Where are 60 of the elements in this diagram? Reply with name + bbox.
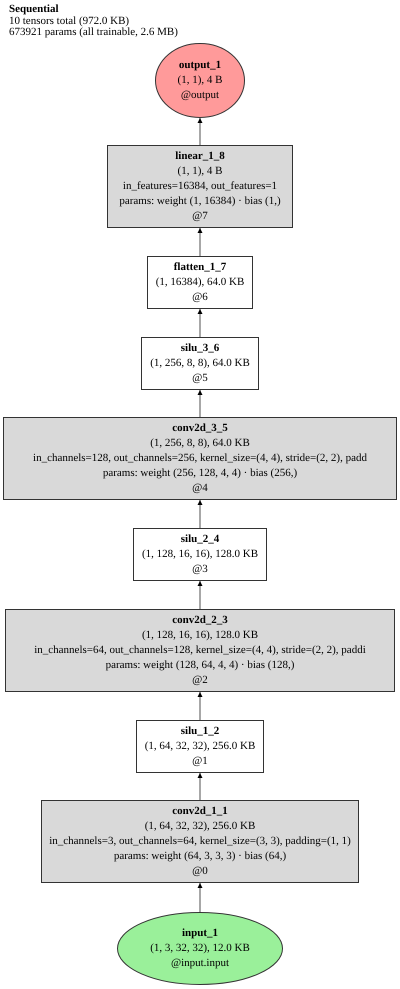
arrow xyxy=(198,118,202,145)
node-text: params: weight (1, 16384) · bias (1,) xyxy=(119,194,281,209)
node-text: (1, 64, 32, 32), 256.0 KB xyxy=(144,819,256,834)
node-name: conv2d_3_5 xyxy=(172,421,228,436)
layer-box xyxy=(41,800,359,883)
node-text: @3 xyxy=(192,562,208,577)
node-name: flatten_1_7 xyxy=(174,260,226,275)
function-box xyxy=(147,256,253,309)
output-ellipse xyxy=(155,43,245,118)
node-text: (1, 256, 8, 8), 64.0 KB xyxy=(150,436,250,451)
diagram-title: Sequential xyxy=(9,4,59,16)
node-text: in_channels=3, out_channels=64, kernel_size=(3, 3), padding=(1, 1) xyxy=(49,834,351,849)
node-name: output_1 xyxy=(178,58,222,73)
input-ellipse xyxy=(117,912,283,985)
node-text: (1, 1), 4 B xyxy=(178,164,222,179)
function-box xyxy=(136,720,264,773)
node-text: (1, 64, 32, 32), 256.0 KB xyxy=(144,739,256,754)
function-box xyxy=(133,528,267,581)
node-text: in_features=16384, out_features=1 xyxy=(122,179,278,194)
arrow xyxy=(198,581,202,609)
summary-text: 673921 params (all trainable, 2.6 MB) xyxy=(9,27,178,38)
node-text: @5 xyxy=(192,371,208,386)
node-text: in_channels=128, out_channels=256, kernel_size=(4, 4), stride=(2, 2), padd xyxy=(33,451,367,466)
layer-box xyxy=(3,417,397,500)
node-text: params: weight (256, 128, 4, 4) · bias (256,) xyxy=(102,466,298,481)
arrow xyxy=(198,500,202,528)
layer-box xyxy=(107,145,293,228)
node-text: (1, 1), 4 B xyxy=(178,73,222,88)
node-text: params: weight (128, 64, 4, 4) · bias (128,) xyxy=(106,658,294,673)
arrow xyxy=(198,773,202,800)
node-text: @input.input xyxy=(170,956,230,971)
node-text: (1, 256, 8, 8), 64.0 KB xyxy=(150,356,250,371)
summary-text: 10 tensors total (972.0 KB) xyxy=(9,16,130,26)
function-box xyxy=(141,337,259,390)
node-text: (1, 128, 16, 16), 128.0 KB xyxy=(142,628,258,643)
node-name: silu_3_6 xyxy=(180,341,220,356)
node-text: @4 xyxy=(192,481,208,496)
node-text: params: weight (64, 3, 3, 3) · bias (64,) xyxy=(114,849,286,864)
node-text: (1, 3, 32, 32), 12.0 KB xyxy=(150,941,250,956)
node-text: @7 xyxy=(192,209,208,224)
node-name: conv2d_1_1 xyxy=(172,804,228,819)
node-text: (1, 16384), 64.0 KB xyxy=(156,275,244,290)
node-name: silu_1_2 xyxy=(180,724,220,739)
node-text: @0 xyxy=(192,864,208,879)
arrow xyxy=(198,692,202,720)
node-text: in_channels=64, out_channels=128, kernel_size=(4, 4), stride=(2, 2), paddi xyxy=(34,643,366,658)
node-name: conv2d_2_3 xyxy=(172,613,228,628)
node-name: linear_1_8 xyxy=(175,149,225,164)
node-text: @output xyxy=(180,88,220,103)
arrow xyxy=(198,883,202,912)
node-name: silu_2_4 xyxy=(180,532,220,547)
node-text: @1 xyxy=(192,754,208,769)
arrow xyxy=(198,309,202,337)
arrow xyxy=(198,390,202,417)
node-text: @2 xyxy=(192,673,208,688)
node-text: @6 xyxy=(192,290,208,305)
layer-box xyxy=(5,609,395,692)
node-text: (1, 128, 16, 16), 128.0 KB xyxy=(142,547,258,562)
node-name: input_1 xyxy=(182,926,218,941)
arrow xyxy=(198,228,202,256)
